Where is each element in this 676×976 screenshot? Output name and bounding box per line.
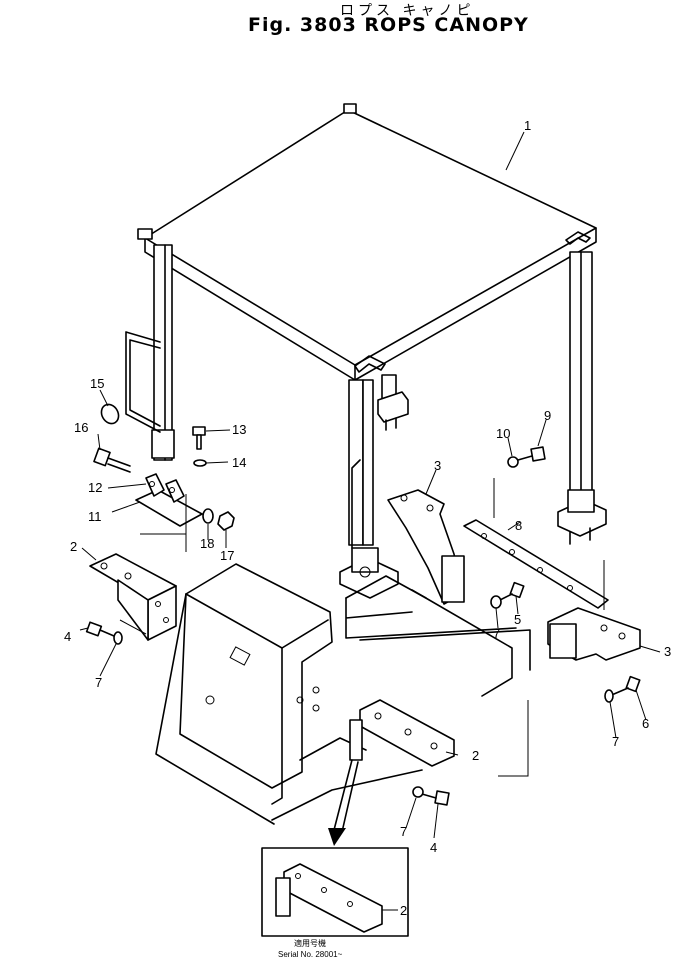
bolt-5: [499, 581, 525, 601]
callout-7-right: 7: [612, 734, 619, 749]
callout-17: 17: [220, 548, 234, 563]
console-tower: [155, 563, 423, 825]
canopy-roof: [137, 103, 597, 381]
washer-18: [202, 508, 214, 524]
bolt-4-left: [85, 621, 115, 637]
inset-jp-label: 適用号機: [294, 938, 326, 948]
post-front-left: [339, 379, 399, 599]
post-rear-right: [557, 251, 607, 545]
callout-4-bottom: 4: [430, 840, 437, 855]
post-front-right: [377, 374, 409, 431]
bolt-13: [192, 426, 206, 450]
washer-7-left: [113, 631, 123, 645]
callout-10: 10: [496, 426, 510, 441]
washer-7-mid: [490, 595, 502, 609]
callout-7-mid: 7: [493, 626, 500, 641]
callout-2-inset: 2: [400, 903, 407, 918]
chassis-frame: [345, 575, 531, 697]
callout-7-bottom: 7: [400, 824, 407, 839]
callout-4-left: 4: [64, 629, 71, 644]
callout-16: 16: [74, 420, 88, 435]
callout-1: 1: [524, 118, 531, 133]
callout-15: 15: [90, 376, 104, 391]
bolt-16: [93, 447, 131, 473]
callout-18: 18: [200, 536, 214, 551]
callout-9: 9: [544, 408, 551, 423]
callout-2-center: 2: [472, 748, 479, 763]
callout-12: 12: [88, 480, 102, 495]
nut-17: [217, 511, 235, 531]
inset-detail: [261, 847, 409, 937]
washer-7-right: [604, 689, 614, 703]
callout-3-lower: 3: [664, 644, 671, 659]
figure-title: Fig. 3803 ROPS CANOPY: [248, 14, 529, 36]
callout-13: 13: [232, 422, 246, 437]
bracket-3-upper: [387, 489, 465, 605]
washer-10: [507, 456, 519, 468]
callout-3-upper: 3: [434, 458, 441, 473]
callout-2-left: 2: [70, 539, 77, 554]
callout-14: 14: [232, 455, 246, 470]
callout-leaders: [79, 131, 661, 911]
washer-14: [193, 459, 207, 467]
callouts: 1 2 2 2 3 3 4 4 5 6 7 7 7 7 8 9 10 11 12…: [64, 118, 671, 918]
hinge-assembly: [135, 473, 203, 527]
callout-7-left: 7: [95, 675, 102, 690]
japanese-title: ロプス キャノピ: [340, 3, 475, 19]
washer-7-bottom: [412, 786, 424, 798]
callout-11: 11: [88, 509, 102, 524]
bar-8: [463, 519, 609, 609]
inset-serial-label: Serial No. 28001~: [278, 950, 343, 959]
bracket-2-center: [328, 699, 455, 846]
bushing-15: [100, 403, 120, 425]
callout-5: 5: [514, 612, 521, 627]
bracket-3-lower: [547, 607, 641, 661]
assembly-lines: [119, 478, 605, 777]
bolt-9: [517, 446, 546, 462]
bracket-2-left: [89, 553, 177, 641]
bolt-6: [613, 675, 641, 695]
callout-6: 6: [642, 716, 649, 731]
callout-8: 8: [515, 518, 522, 533]
bolt-4-bottom: [421, 790, 450, 806]
post-rear-left: [125, 244, 175, 461]
